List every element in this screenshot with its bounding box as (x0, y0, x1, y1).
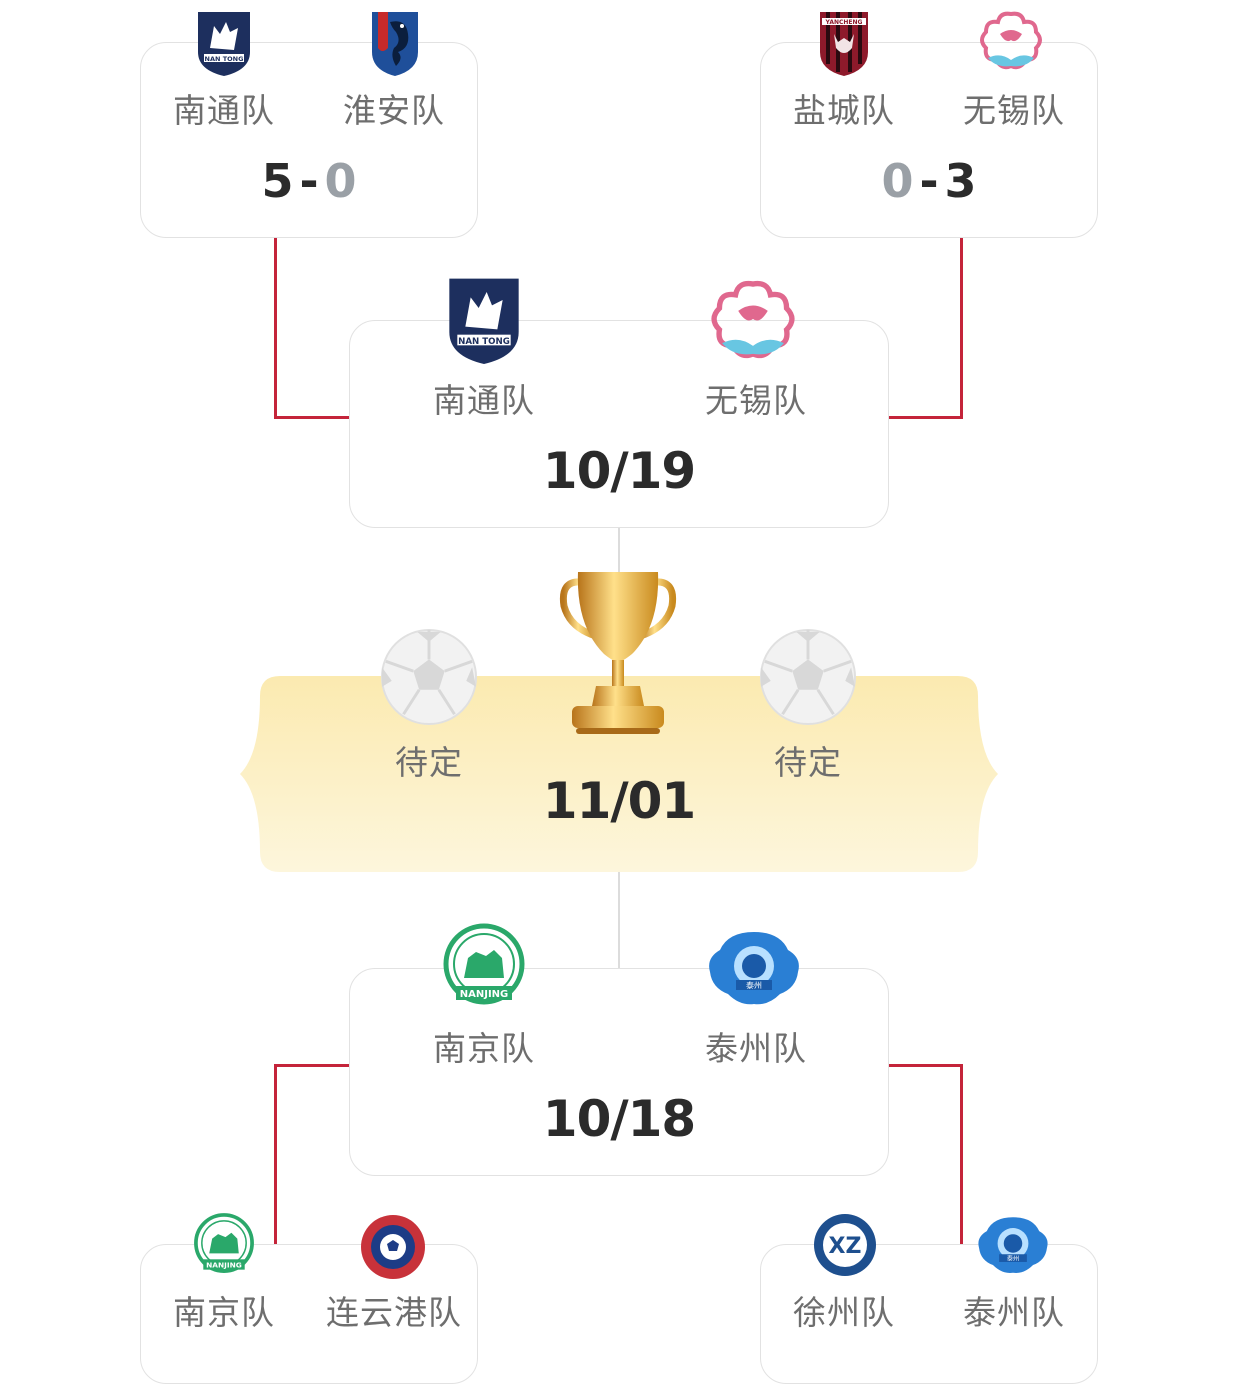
home-score: 5 (261, 154, 294, 208)
svg-text:NANJING: NANJING (460, 989, 509, 1000)
wuxi-crest-icon (711, 280, 795, 359)
svg-text:NAN TONG: NAN TONG (205, 55, 244, 63)
connector-line (274, 1064, 350, 1067)
match-card-top-right[interactable] (760, 42, 1098, 238)
connector-line (960, 1064, 963, 1246)
taizhou-crest-icon: 泰州 (978, 1217, 1048, 1273)
score-separator: - (919, 154, 939, 208)
home-team-name: 南京队 (433, 1029, 535, 1068)
away-team-name: 待定 (774, 743, 842, 782)
home-score: 0 (881, 154, 914, 208)
away-team-name: 无锡队 (705, 381, 807, 420)
match-date: 10/18 (542, 1090, 696, 1148)
svg-text:NAN TONG: NAN TONG (458, 337, 510, 347)
wuxi-crest-icon (980, 11, 1042, 70)
away-score: 0 (324, 154, 357, 208)
center-link (618, 868, 620, 968)
connector-line (274, 236, 277, 418)
final-date: 11/01 (542, 772, 696, 830)
taizhou-crest-icon: 泰州 (709, 932, 799, 1005)
away-score: 3 (944, 154, 977, 208)
match-card-lower-semifinal[interactable] (349, 968, 889, 1176)
match-date: 10/19 (542, 442, 696, 500)
svg-text:NANJING: NANJING (206, 1260, 242, 1269)
svg-text:YANCHENG: YANCHENG (825, 19, 863, 26)
nantong-crest-icon: NAN TONG (449, 278, 519, 364)
connector-line (888, 416, 963, 419)
connector-line (274, 1064, 277, 1246)
center-link (618, 526, 620, 586)
match-score: 0-3 (881, 158, 976, 204)
svg-text:XZ: XZ (829, 1234, 862, 1259)
match-card-top-left[interactable] (140, 42, 478, 238)
trophy-icon (559, 572, 677, 734)
nanjing-crest-icon: NANJING (194, 1213, 254, 1273)
svg-text:泰州: 泰州 (746, 980, 762, 990)
yancheng-crest-icon: YANCHENG (820, 12, 868, 76)
lianyungang-crest-icon (361, 1215, 425, 1279)
home-team-name: 南通队 (173, 91, 275, 130)
home-team-name: 待定 (395, 743, 463, 782)
away-team-name: 无锡队 (963, 91, 1065, 130)
home-team-name: 盐城队 (793, 91, 895, 130)
match-card-upper-semifinal[interactable] (349, 320, 889, 528)
connector-line (960, 236, 963, 418)
away-team-name: 泰州队 (963, 1293, 1065, 1332)
away-team-name: 连云港队 (326, 1293, 462, 1332)
connector-line (888, 1064, 963, 1067)
home-team-name: 南京队 (173, 1293, 275, 1332)
nantong-crest-icon: NAN TONG (198, 12, 250, 76)
nanjing-crest-icon: NANJING (443, 923, 525, 1005)
xuzhou-crest-icon: XZ (814, 1214, 876, 1276)
away-team-name: 泰州队 (705, 1029, 807, 1068)
away-team-name: 淮安队 (343, 91, 445, 130)
home-team-name: 南通队 (433, 381, 535, 420)
home-team-name: 徐州队 (793, 1293, 895, 1332)
huaian-crest-icon (372, 12, 418, 76)
soccer-ball-icon (380, 628, 478, 726)
soccer-ball-icon (759, 628, 857, 726)
connector-line (274, 416, 350, 419)
match-score: 5-0 (261, 158, 356, 204)
score-separator: - (299, 154, 319, 208)
svg-text:泰州: 泰州 (1007, 1254, 1019, 1262)
